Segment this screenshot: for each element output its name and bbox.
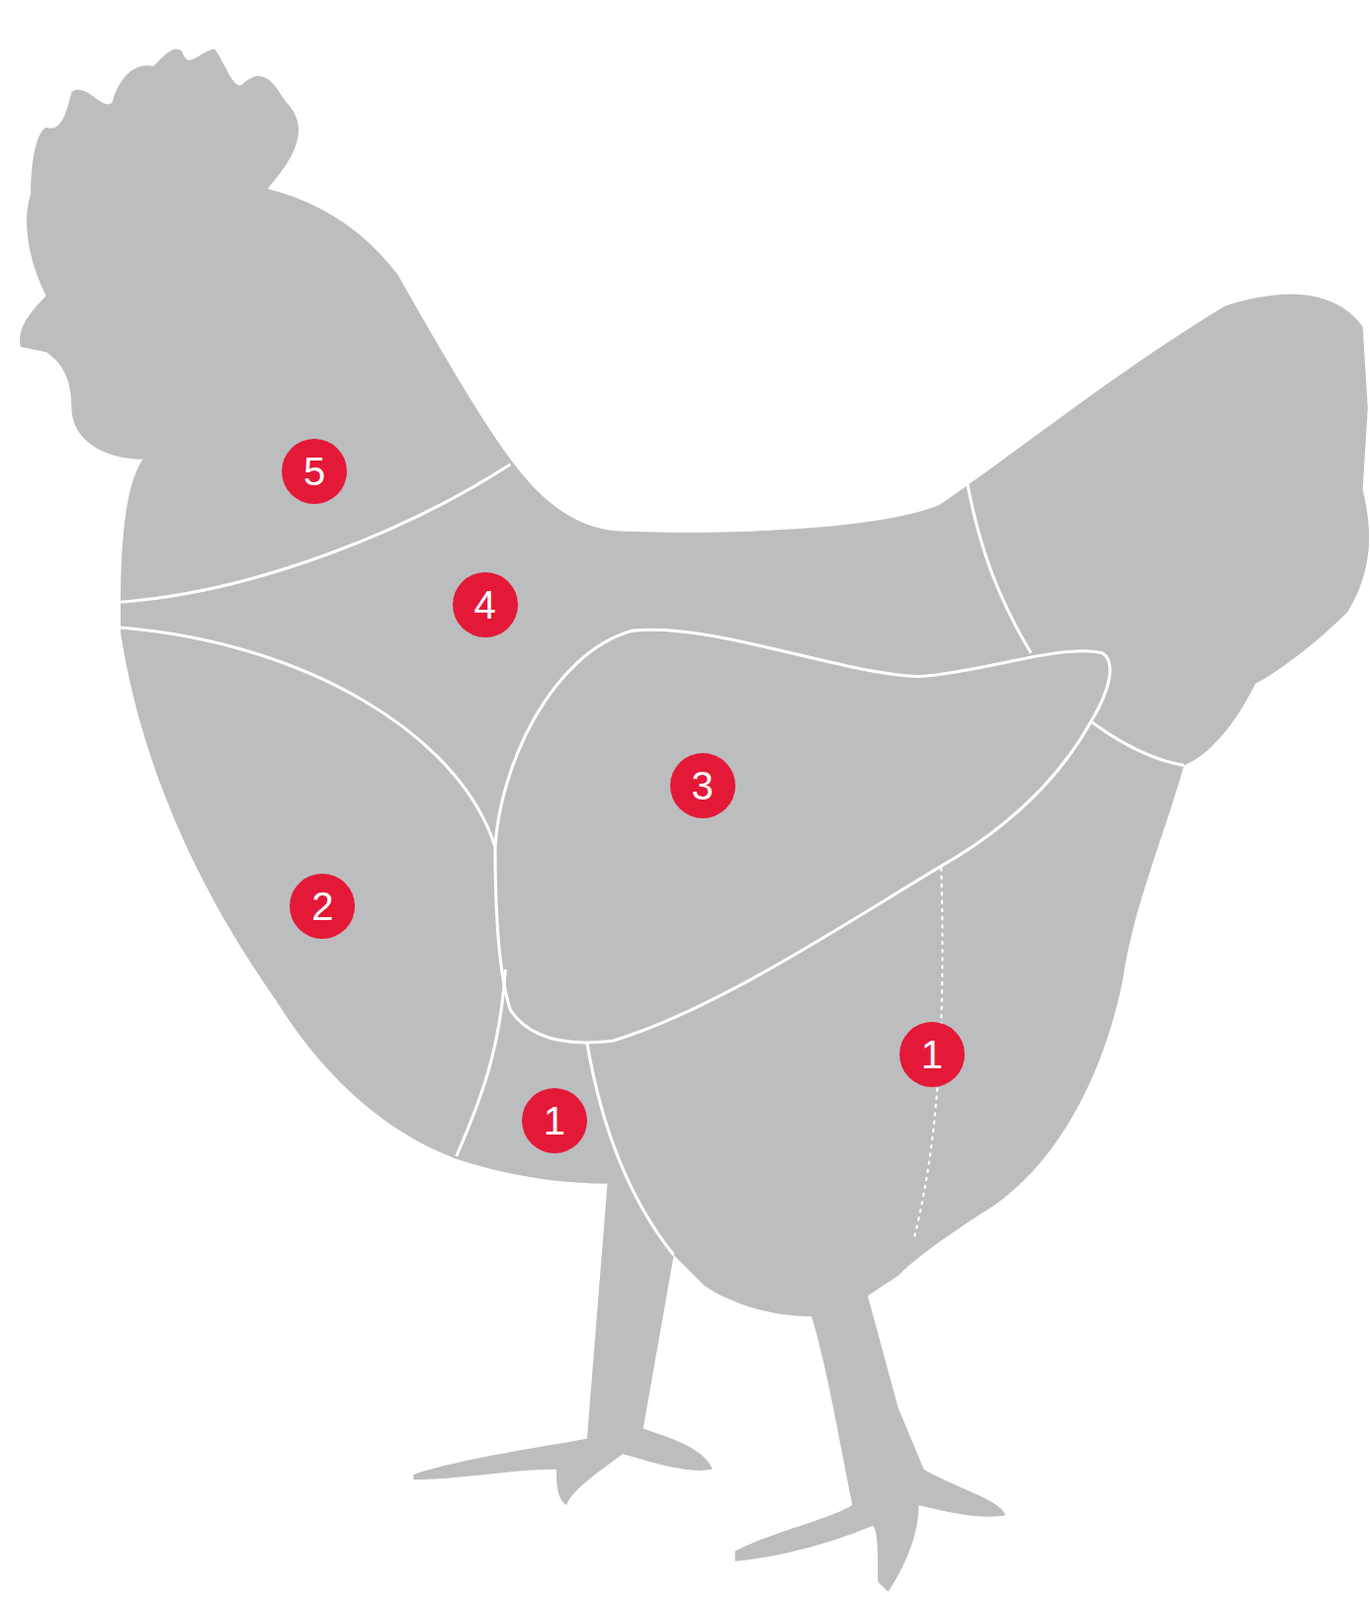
callout-number: 3 [690,766,713,806]
callout-circle: 3 [670,753,736,819]
callout-number: 5 [303,451,326,492]
callout-number: 2 [311,886,334,927]
cut-line [1092,722,1185,766]
cut-line [967,484,1031,653]
cut-line [120,627,496,848]
callout-number: 1 [543,1101,566,1141]
cut-line [587,1042,675,1256]
callout-circle: 5 [281,438,347,505]
cut-line [456,969,507,1157]
chicken-silhouette [19,49,1370,1593]
callout-circle: 1 [899,1022,965,1088]
cut-lines [120,464,1185,1256]
wing-outline [495,629,1111,1043]
callout-number: 4 [473,585,496,625]
callout-circle: 1 [521,1088,588,1154]
callout-circle: 4 [452,572,518,638]
callout-number: 1 [921,1034,943,1075]
